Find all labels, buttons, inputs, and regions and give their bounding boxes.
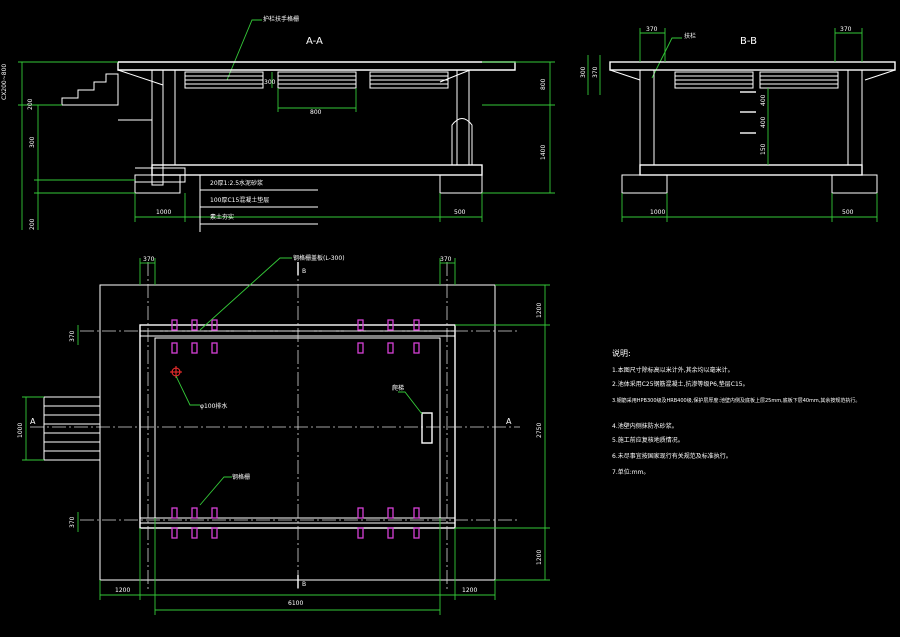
plan-cut-a-left: A [30,417,36,426]
note-item-3: 3.钢筋采用HPB300级及HRB400级,保护层厚度:池壁内侧及底板上层25m… [612,397,860,404]
plan-leader-drain-line [175,375,200,406]
plan-dim-right-2: 2750 [536,423,543,438]
plan-leader-ladder-line [398,391,423,415]
section-bb-footing-right [831,174,878,194]
section-aa-dim-bottom-left: 1000 [156,209,171,216]
plan-cut-b-bottom: B [302,581,306,588]
section-bb-footing-left [621,174,668,194]
section-aa-dim-left-1: 200 [27,98,34,110]
section-bb-grille-left [674,71,754,89]
section-bb-dim-step-2: 400 [760,116,767,128]
plan-outer-wall [139,324,456,529]
plan-leader-ladder: 爬梯 [392,384,404,392]
plan-dim-top-right: 370 [440,256,452,263]
section-bb-ladder-rungs [740,91,756,134]
plan-outer-slab [99,284,496,581]
section-aa-haunch-left [117,69,164,86]
section-bb-dim-bottom-right: 500 [842,209,854,216]
section-aa-dim-left-2: 300 [29,136,36,148]
plan-beam-top [139,330,456,337]
plan-cut-b-top: B [302,268,306,275]
general-notes: 说明: 1.本图尺寸除标高以米计外,其余均以毫米计。 2.池体采用C25钢筋混凝… [612,348,860,476]
plan-anchors-bottom [171,507,420,539]
plan-dim-bottom-2: 6100 [288,600,303,607]
plan-leader-bottom-line [199,476,232,506]
section-bb-title: B-B [740,36,757,47]
section-aa-grille-right [369,71,449,89]
section-aa-top-slab [117,61,516,71]
note-item-2: 2.池体采用C25钢筋混凝土,抗渗等级P6,垫层C15。 [612,380,749,388]
plan-view: A A B B [17,254,550,615]
section-bb-wall-left [639,69,655,166]
section-bb-grille-right [759,71,839,89]
plan-dim-bottom-1: 1200 [115,587,130,594]
plan-inner-wall [154,337,441,519]
note-item-6: 6.未尽事宜按国家现行有关规范及标准执行。 [612,452,732,460]
section-aa-notes: 20厚1:2.5水泥砂浆 100厚C15混凝土垫层 素土夯实 [199,175,318,232]
plan-leader-drain: φ100排水 [200,402,227,410]
section-aa-leader-label: 护栏扶手格栅 [263,15,299,23]
section-aa-note-1: 20厚1:2.5水泥砂浆 [210,179,263,187]
section-bb-dim-top-left: 370 [646,26,658,33]
section-bb-dim-left-1: 300 [580,66,587,78]
section-bb-leader-line [651,37,682,79]
section-aa-dim-right-2: 1400 [540,145,547,160]
section-bb-dim-step-3: 150 [760,143,767,155]
section-aa-wall-left [162,69,176,166]
section-bb-dim-bottom-left: 1000 [650,209,665,216]
section-aa-footing-left [134,174,181,194]
section-aa-note-3: 素土夯实 [210,213,234,221]
plan-dim-bottom-3: 1200 [462,587,477,594]
plan-leader-top-line [199,257,292,331]
section-bb-bottom-slab [639,164,863,176]
section-aa-stairs [61,73,119,106]
note-item-1: 1.本图尺寸除标高以米计外,其余均以毫米计。 [612,366,734,374]
section-aa-grille-mid [277,71,357,89]
section-bb-top-slab [609,61,896,71]
note-item-5: 5.施工前应复核地质情况。 [612,436,684,444]
section-aa-grille-left [184,71,264,89]
plan-anchors-top [171,319,420,354]
section-aa-wall-right [456,69,470,166]
plan-dim-top-left: 370 [143,256,155,263]
section-a-a: A-A 护栏扶手格栅 [1,15,555,232]
section-aa-note-2: 100厚C15混凝土垫层 [210,196,269,204]
section-bb-leader-label: 扶栏 [684,32,696,40]
plan-leader-top: 钢格栅盖板(L-300) [293,254,345,262]
section-bb-dim-top-right: 370 [840,26,852,33]
plan-beam-bottom [139,517,456,524]
plan-leader-bottom: 钢格栅 [232,473,250,481]
section-aa-dim-left-total: CX200~800 [1,64,8,100]
section-aa-dim-right-1: 800 [540,78,547,90]
note-item-7: 7.单位:mm。 [612,468,649,476]
note-item-4: 4.池壁内侧抹防水砂浆。 [612,422,678,430]
section-aa-title: A-A [306,36,323,47]
plan-dim-right-3: 1200 [536,550,543,565]
section-aa-dim-grille-h: 300 [264,79,276,86]
section-aa-leader-line [226,19,262,81]
section-bb-wall-right [847,69,863,166]
section-aa-column-right [451,118,473,165]
section-aa-dim-bottom-right: 500 [454,209,466,216]
plan-ladder [421,412,433,444]
section-aa-dim-grille-w: 800 [310,109,322,116]
plan-dim-left-3: 370 [69,516,76,528]
section-aa-pipe [135,167,186,183]
plan-dim-left-2: 1000 [17,423,24,438]
section-aa-footing-right [439,174,483,194]
section-aa-dim-left-3: 200 [29,218,36,230]
section-b-b: B-B 扶栏 400 400 150 370 [580,26,896,222]
section-bb-dim-step-1: 400 [760,94,767,106]
section-aa-wall-left-outer [151,69,164,186]
plan-cut-a-right: A [506,417,512,426]
section-aa-bottom-slab [151,164,483,176]
plan-stairs [43,396,101,461]
plan-dim-right-1: 1200 [536,303,543,318]
plan-dim-left-1: 370 [69,330,76,342]
section-bb-dim-left-2: 370 [592,66,599,78]
notes-heading: 说明: [612,348,631,358]
